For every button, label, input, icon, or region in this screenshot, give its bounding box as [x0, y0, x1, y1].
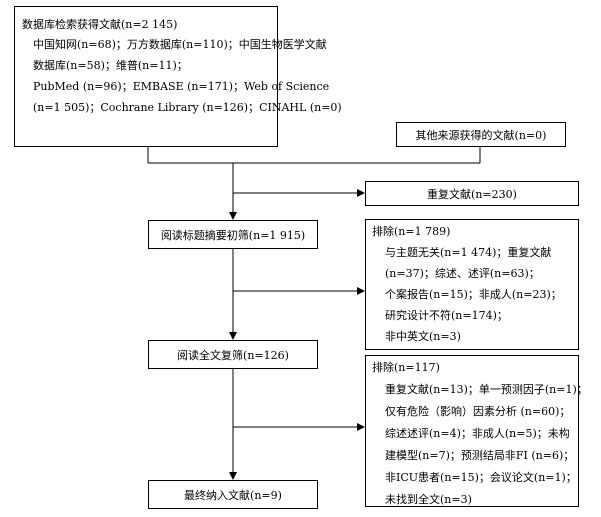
exclusion-2-line-1: 重复文献(n=13)；单一预测因子(n=1)；: [385, 383, 588, 396]
exclusion-2-line-4: 建模型(n=7)；预测结局非FI (n=6)；: [385, 449, 575, 462]
exclusion-2-line-3: 综述述评(n=4)；非成人(n=5)；未构: [385, 427, 570, 440]
identification-line-4: (n=1 505)；Cochrane Library (n=126)；CINAH…: [33, 101, 342, 114]
identification-line-1: 中国知网(n=68)；万方数据库(n=110)；中国生物医学文献: [33, 38, 327, 51]
identification-line-3: PubMed (n=96)；EMBASE (n=171)；Web of Scie…: [33, 80, 330, 93]
title-abstract-screen-box: 阅读标题摘要初筛(n=1 915): [148, 220, 318, 249]
other-sources-box: 其他来源获得的文献(n=0): [396, 122, 566, 147]
title-abstract-screen-label: 阅读标题摘要初筛(n=1 915): [160, 228, 306, 242]
exclusion-2-box: 排除(n=117) 重复文献(n=13)；单一预测因子(n=1)； 仅有危险（影…: [365, 355, 588, 507]
exclusion-1-line-1: 与主题无关(n=1 474)；重复文献: [385, 246, 552, 259]
included-label: 最终纳入文献(n=9): [184, 488, 282, 502]
exclusion-2-line-2: 仅有危险（影响）因素分析 (n=60)；: [385, 405, 571, 418]
other-sources-label: 其他来源获得的文献(n=0): [415, 128, 547, 142]
included-box: 最终纳入文献(n=9): [148, 480, 318, 509]
exclusion-2-title: 排除(n=117): [372, 361, 440, 374]
exclusion-1-line-5: 非中英文(n=3): [385, 330, 461, 343]
fulltext-screen-box: 阅读全文复筛(n=126): [148, 340, 318, 369]
fulltext-screen-label: 阅读全文复筛(n=126): [177, 348, 289, 362]
exclusion-1-line-3: 个案报告(n=15)；非成人(n=23)；: [385, 288, 562, 301]
identification-box: 数据库检索获得文献(n=2 145) 中国知网(n=68)；万方数据库(n=11…: [14, 6, 342, 147]
exclusion-2-line-6: 未找到全文(n=3): [385, 493, 472, 506]
identification-line-2: 数据库(n=58)；维普(n=11)；: [33, 59, 188, 72]
exclusion-1-title: 排除(n=1 789): [372, 225, 451, 238]
identification-title: 数据库检索获得文献(n=2 145): [22, 18, 178, 31]
exclusion-1-line-4: 研究设计不符(n=174)；: [385, 309, 508, 322]
exclusion-2-line-5: 非ICU患者(n=15)；会议论文(n=1)；: [385, 471, 577, 484]
exclusion-1-box: 排除(n=1 789) 与主题无关(n=1 474)；重复文献 (n=37)；综…: [365, 219, 579, 350]
duplicates-box: 重复文献(n=230): [365, 181, 579, 206]
exclusion-1-line-2: (n=37)；综述、述评(n=63)；: [385, 267, 540, 280]
duplicates-label: 重复文献(n=230): [427, 187, 517, 201]
